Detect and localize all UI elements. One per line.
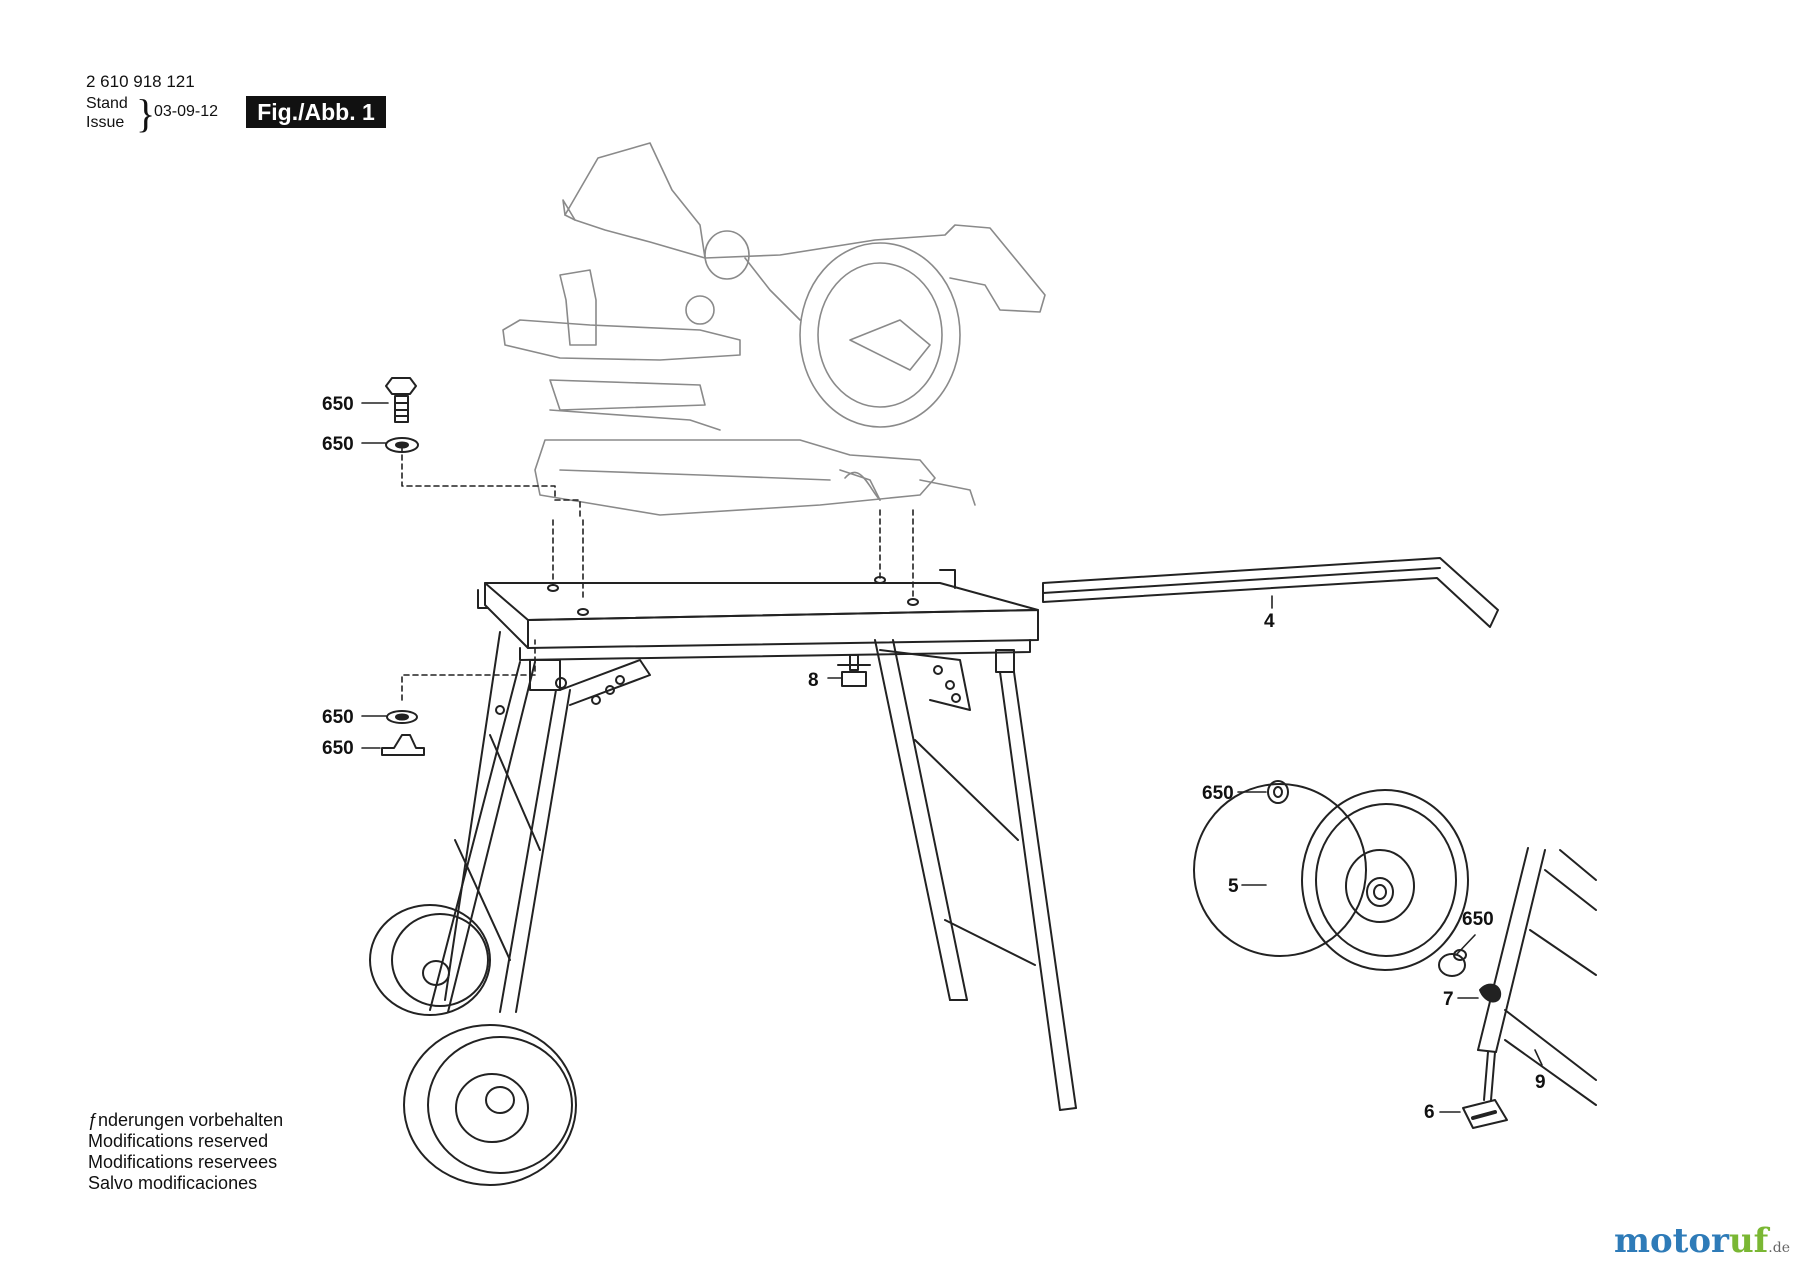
issue-label: Issue	[86, 114, 125, 131]
note-line-2: Modifications reserved	[88, 1131, 269, 1151]
callout-bolt: 650	[322, 394, 354, 415]
part-number: 2 610 918 121	[86, 72, 195, 91]
callout-spacer: 650	[1462, 909, 1494, 930]
callout-washer-mid: 650	[322, 707, 354, 728]
foot-icon	[1462, 1099, 1508, 1129]
issue-date: 03-09-12	[154, 103, 219, 120]
clip-icon	[381, 734, 425, 756]
note-line-3: Modifications reservees	[88, 1152, 278, 1172]
leg-detail	[1477, 847, 1597, 1106]
note-line-1: ƒnderungen vorbehalten	[88, 1110, 284, 1130]
brace-icon: }	[136, 91, 156, 136]
callout-pin: 7	[1443, 989, 1454, 1010]
callout-extension-bar: 4	[1264, 611, 1275, 632]
note-line-4: Salvo modificaciones	[88, 1173, 258, 1193]
washer-mid-icon	[386, 710, 418, 724]
callout-knob: 8	[808, 670, 819, 691]
spacer-icon	[1438, 949, 1467, 977]
watermark-part1: motor	[1613, 1221, 1729, 1261]
watermark-part2: uf	[1728, 1221, 1769, 1261]
watermark-tld: .de	[1768, 1240, 1790, 1256]
callout-clip: 650	[322, 738, 354, 759]
knob-icon	[837, 654, 871, 687]
miter-saw-outline	[502, 142, 1046, 516]
extension-bar	[1042, 557, 1499, 628]
callout-washer-top: 650	[322, 434, 354, 455]
stand-frame	[429, 631, 1077, 1111]
stand-wheel-rear	[369, 904, 491, 1016]
pin-icon	[1479, 983, 1502, 1003]
stand-label: Stand	[86, 95, 128, 112]
watermark-logo: motoruf.de	[1614, 1221, 1790, 1261]
table-top	[477, 569, 1039, 661]
callout-foot: 6	[1424, 1102, 1435, 1123]
assembly-guides	[401, 445, 914, 701]
figure-label: Fig./Abb. 1	[246, 96, 386, 128]
leader-lines	[361, 402, 1543, 1113]
callout-leg: 9	[1535, 1072, 1546, 1093]
wheel-washer-icon	[1267, 780, 1289, 804]
spare-wheel	[1193, 783, 1469, 971]
washer-icon	[385, 437, 419, 453]
bolt-icon	[385, 377, 417, 423]
stand-wheel-front	[403, 1024, 577, 1186]
callout-wheel: 5	[1228, 876, 1239, 897]
callout-wheel-washer: 650	[1202, 783, 1234, 804]
